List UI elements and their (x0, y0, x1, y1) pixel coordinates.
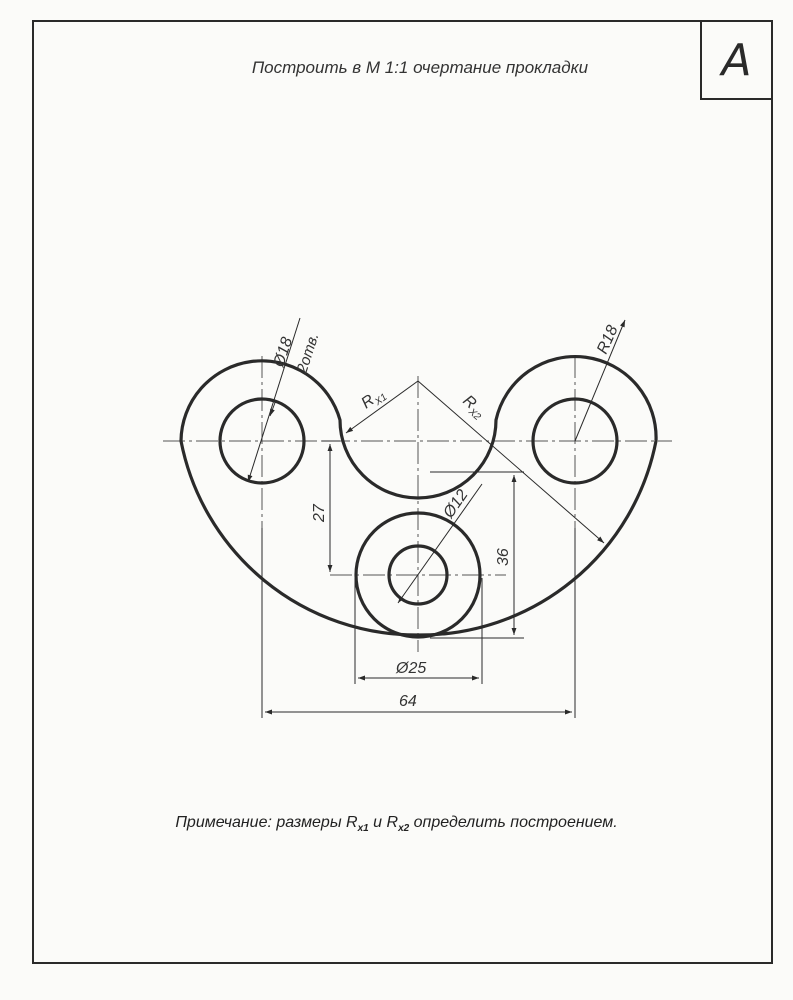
center-boss-circle (354, 511, 482, 639)
dim-rx2-label: RX2 (457, 392, 488, 423)
dim-64-text: 64 (399, 693, 417, 710)
dim-36-text: 36 (495, 548, 512, 566)
sheet-frame (32, 20, 773, 964)
left-hole (218, 397, 306, 485)
task-title: Построить в М 1:1 очертание прокладки (251, 58, 589, 77)
dim-rx1-label: RX1 (358, 384, 389, 414)
note-prefix: Примечание: размеры R (175, 814, 358, 831)
note-sub1: x1 (357, 823, 369, 835)
note-mid: и R (368, 814, 399, 831)
variant-box: А (700, 20, 773, 100)
dim-d25-text: Ø25 (395, 660, 426, 677)
dim-27-text: 27 (311, 503, 328, 523)
dim-r18-text: R18 (594, 323, 622, 357)
note-suffix: определить построением. (409, 814, 618, 831)
svg-text:RX1: RX1 (358, 384, 389, 414)
dim-d18-arrow-top (269, 399, 277, 417)
dim-r18-line (574, 319, 626, 442)
center-hole (387, 544, 449, 606)
dim-holes-count-text: 2отв. (293, 331, 322, 376)
note: Примечание: размеры Rx1 и Rx2 определить… (0, 814, 793, 834)
gasket-outer-contour (179, 354, 658, 637)
dim-d18-line (247, 317, 301, 483)
svg-text:RX2: RX2 (457, 392, 488, 423)
note-sub2: x2 (398, 823, 410, 835)
variant-letter: А (721, 34, 752, 86)
dim-rx1-line (345, 380, 419, 434)
dim-rx2-line (417, 380, 605, 544)
right-hole (531, 397, 619, 485)
dim-d12-line (397, 483, 483, 604)
